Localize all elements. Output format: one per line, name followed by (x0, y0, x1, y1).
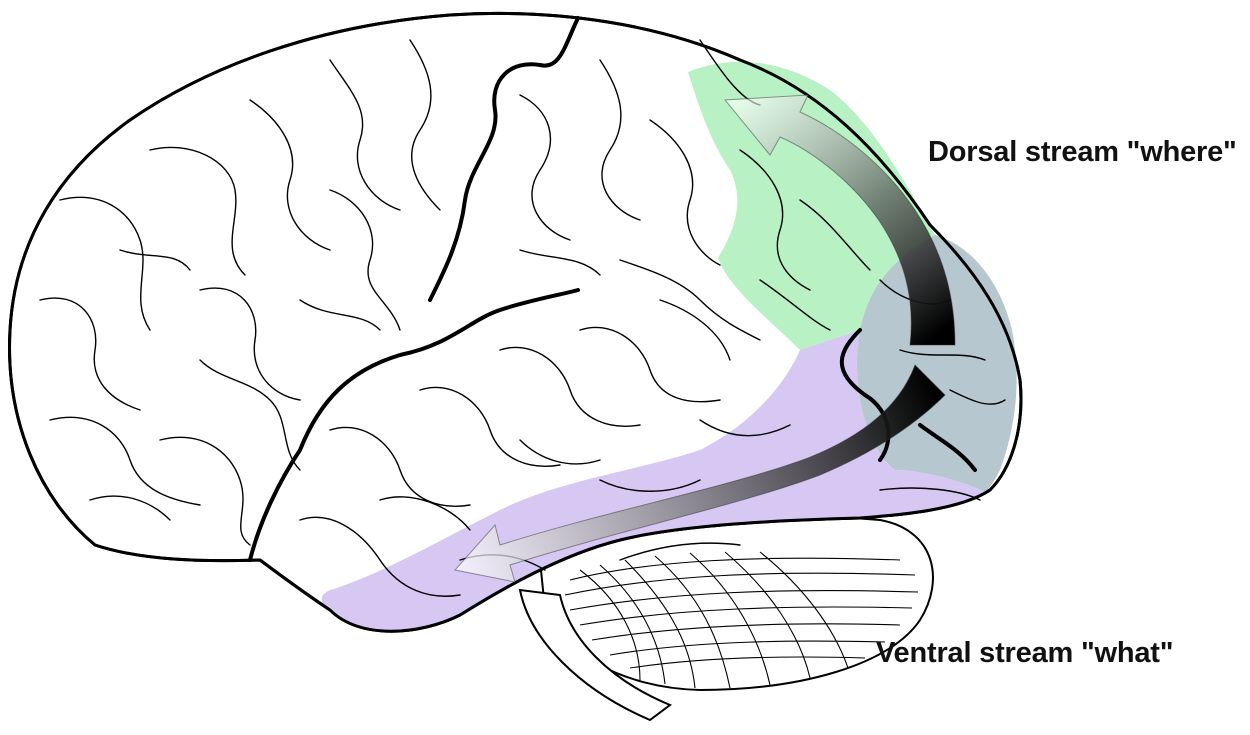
dorsal-stream-arrow (723, 94, 956, 346)
parietal-dorsal-area (688, 61, 935, 351)
ventral-stream-label: Ventral stream "what" (876, 637, 1174, 669)
brain-stem (518, 588, 672, 722)
cerebrum-outline-overlay (8, 11, 1023, 633)
gyri-lines (39, 39, 1006, 597)
ventral-stream-arrow (454, 364, 946, 583)
dorsal-stream-label: Dorsal stream "where" (928, 136, 1237, 168)
cerebellum (538, 515, 934, 692)
